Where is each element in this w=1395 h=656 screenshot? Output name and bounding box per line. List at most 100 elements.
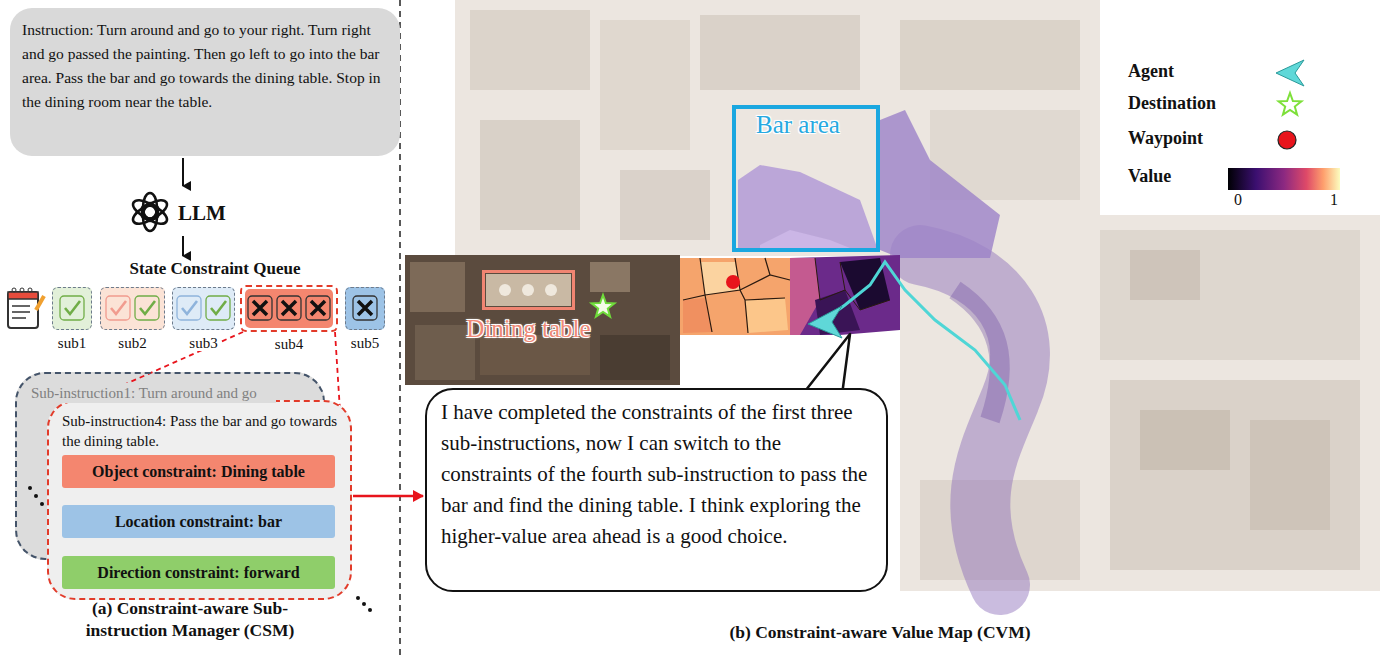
legend-entry: Value [1128, 166, 1171, 187]
queue-fill [52, 287, 92, 330]
mark-frame [206, 296, 230, 320]
node-text: Direction constraint: forward [97, 563, 299, 583]
text-label: 0 [1234, 191, 1242, 209]
rect-element [405, 255, 680, 385]
line-element [12, 305, 30, 307]
legend-entry: Agent [1128, 61, 1174, 82]
rect-element [900, 215, 1380, 591]
mark-frame [248, 296, 272, 320]
legend-entry: Waypoint [1128, 128, 1203, 149]
destination-star [592, 295, 615, 317]
node-text: Location constraint: bar [115, 512, 282, 532]
circle-element [499, 284, 511, 296]
circle-element [545, 284, 557, 296]
node-text: sub2 [116, 335, 148, 351]
mark-frame [106, 296, 130, 320]
node-text: Sub-instruction1: Turn around and go [31, 383, 276, 403]
check-mark [182, 301, 197, 314]
text-label: (a) Constraint-aware Sub-instruction Man… [55, 597, 325, 641]
rect-element [486, 274, 571, 306]
text-label: (b) Constraint-aware Value Map (CVM) [729, 622, 1030, 643]
rect-element [1250, 420, 1330, 530]
node-text: Sub-instruction4: Pass the bar and go to… [62, 411, 337, 451]
label-holder: 0 [1234, 191, 1242, 209]
rect-element [8, 292, 38, 299]
mark-frame [60, 296, 84, 320]
node-text: Object constraint: Dining table [92, 462, 305, 482]
notebook-icon [8, 288, 44, 328]
line-element [36, 296, 44, 310]
circle-element [522, 284, 534, 296]
mark-frame [277, 296, 301, 320]
circle-element [362, 602, 366, 606]
queue-box: sub1 [52, 287, 92, 330]
cross-mark [253, 301, 267, 315]
node-text: sub5 [349, 335, 381, 351]
label-holder: (b) Constraint-aware Value Map (CVM) [640, 622, 1120, 643]
ellipse-element [130, 196, 161, 222]
cross-mark [282, 301, 296, 315]
cross-mark [311, 301, 325, 315]
rect-element [415, 325, 475, 380]
queue-box: sub3 [172, 287, 235, 330]
line-element [12, 317, 26, 319]
label-holder: (a) Constraint-aware Sub-instruction Man… [55, 597, 325, 641]
rect-element [1110, 380, 1360, 570]
rect-element [470, 10, 590, 90]
speech-bubble: I have completed the constraints of the … [425, 388, 888, 592]
polygon-element [683, 298, 712, 333]
queue-fill [345, 287, 385, 330]
legend-entry: Destination [1128, 93, 1216, 114]
cross-mark [358, 301, 372, 315]
queue-fill [245, 289, 333, 328]
polygon-element [808, 306, 842, 338]
legend-star [1279, 93, 1302, 115]
polygon-element [1276, 60, 1304, 86]
queue-fills [52, 287, 385, 330]
queue-box: sub5 [345, 287, 385, 330]
path-element [920, 255, 1020, 585]
node-text: I have completed the constraints of the … [441, 397, 872, 552]
mark-frame [353, 296, 377, 320]
circle-element [28, 288, 32, 292]
polygon-element [802, 334, 850, 395]
text-label: LLM [178, 201, 226, 226]
queue-box: sub2 [100, 287, 165, 330]
mark-frame [177, 296, 201, 320]
constraint-box: Direction constraint: forward [62, 556, 335, 589]
rect-element [620, 170, 710, 240]
polygon-element [680, 258, 790, 335]
legend-icons [1228, 60, 1340, 190]
rect-element [1228, 168, 1340, 190]
circle-element [34, 494, 38, 498]
rect-element [480, 120, 580, 230]
constraint-box: Location constraint: bar [62, 505, 335, 538]
rect-element [590, 262, 630, 292]
legend-text: Agent [1128, 61, 1174, 82]
legend-text: Waypoint [1128, 128, 1203, 149]
ellipse-element [130, 201, 161, 227]
rect-element [1140, 410, 1230, 470]
queue-box: sub4 [240, 285, 338, 332]
sub-instruction-card: Sub-instruction4: Pass the bar and go to… [47, 400, 352, 600]
line-element [182, 236, 184, 256]
rect-element [600, 20, 690, 150]
check-mark [111, 301, 126, 314]
rect-element [900, 20, 1080, 90]
legend-text: Destination [1128, 93, 1216, 114]
label-holder: LLM [178, 201, 226, 226]
queue-fill [100, 287, 165, 330]
polygon-element [880, 110, 1000, 258]
circle-element [356, 596, 360, 600]
node-text: sub4 [273, 336, 305, 352]
mark-frame [135, 296, 159, 320]
connector [353, 495, 423, 498]
node-text: Bar area [756, 111, 840, 139]
node-text: Dining table [466, 315, 590, 343]
circle-element [1278, 131, 1296, 149]
node-text: sub3 [187, 335, 219, 351]
rect-element [600, 335, 670, 380]
rect-element [410, 262, 465, 312]
g-element [130, 193, 170, 231]
